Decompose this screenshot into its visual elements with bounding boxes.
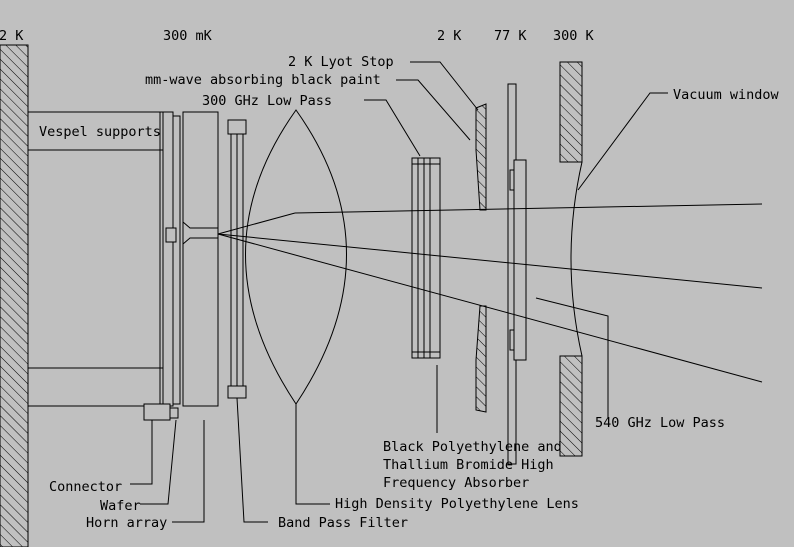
- absorber-label-line3: Frequency Absorber: [383, 475, 529, 491]
- horn-array: [182, 111, 219, 407]
- temp-300mk-label: 300 mK: [163, 28, 213, 44]
- lyot-stop-upper: [475, 103, 487, 211]
- wafer: [172, 115, 181, 405]
- temp-2k-left-label: 2 K: [0, 28, 24, 44]
- wafer-label: Wafer: [100, 498, 141, 514]
- band-pass-filter: [227, 119, 247, 399]
- leader-lines: [130, 61, 668, 523]
- temp-300k-label: 300 K: [553, 28, 595, 44]
- temp-77k-label: 77 K: [494, 28, 527, 44]
- wall-300k-lower: [559, 355, 583, 457]
- lyot-stop-lower: [475, 305, 487, 413]
- shield-77k: [507, 83, 527, 465]
- hdpe-lens: [245, 109, 347, 405]
- temp-2k-label: 2 K: [437, 28, 462, 44]
- connector: [143, 403, 179, 421]
- absorber-label-line1: Black Polyethylene and: [383, 439, 562, 455]
- wall-300k-upper: [559, 61, 583, 163]
- absorber-label-line2: Thallium Bromide High: [383, 457, 554, 473]
- connector-label: Connector: [49, 479, 122, 495]
- low-pass-300-label: 300 GHz Low Pass: [202, 93, 332, 109]
- vespel-label: Vespel supports: [39, 124, 161, 140]
- vacuum-window: [570, 161, 583, 357]
- low-pass-540-label: 540 GHz Low Pass: [595, 415, 725, 431]
- absorber-filter: [411, 157, 441, 359]
- lyot-stop-label: 2 K Lyot Stop: [288, 54, 394, 70]
- black-paint-label: mm-wave absorbing black paint: [145, 72, 381, 88]
- vespel-supports: [27, 111, 164, 407]
- cold-wall-2k: [0, 44, 29, 547]
- detector-stack: [162, 111, 219, 407]
- lens-label: High Density Polyethylene Lens: [335, 496, 579, 512]
- band-pass-label: Band Pass Filter: [278, 515, 408, 531]
- horn-array-label: Horn array: [86, 515, 167, 531]
- optical-rays: [217, 203, 763, 383]
- vacuum-window-label: Vacuum window: [673, 87, 780, 103]
